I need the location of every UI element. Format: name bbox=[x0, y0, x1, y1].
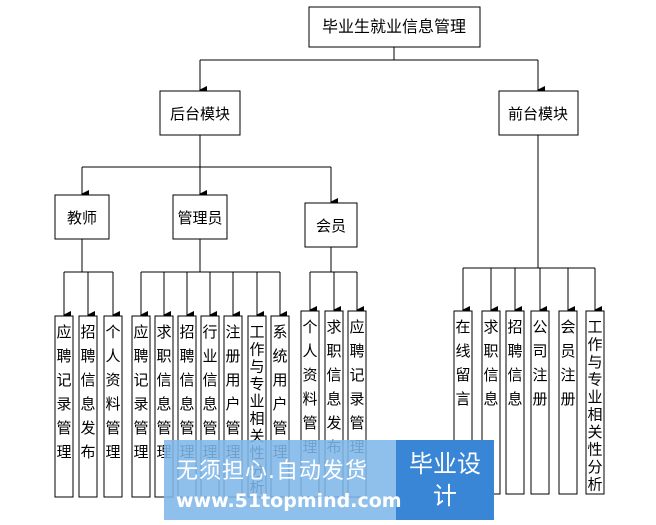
backend-module-label: 后台模块 bbox=[170, 105, 230, 123]
admin-leaf-node: 应聘记录管理 bbox=[131, 315, 151, 498]
front-leaf-label: 会员注册 bbox=[560, 318, 575, 408]
front-leaf-node: 会员注册 bbox=[558, 310, 578, 495]
front-leaf-node: 公司注册 bbox=[530, 310, 550, 495]
frontend-module-node: 前台模块 bbox=[498, 90, 579, 136]
teacher-label: 教师 bbox=[67, 209, 97, 227]
front-leaf-label: 工作与专业相关性分析 bbox=[587, 318, 602, 494]
watermark-badge: 毕业设计 bbox=[409, 450, 481, 510]
front-leaf-label: 求职信息 bbox=[483, 318, 498, 408]
front-leaf-label: 公司注册 bbox=[532, 318, 547, 408]
watermark-url: www.51topmind.com bbox=[176, 490, 402, 512]
front-leaf-node: 工作与专业相关性分析 bbox=[585, 310, 605, 495]
member-node: 会员 bbox=[304, 202, 358, 248]
backend-module-node: 后台模块 bbox=[159, 90, 241, 136]
member-label: 会员 bbox=[316, 217, 346, 235]
admin-leaf-label: 应聘记录管理 bbox=[133, 323, 148, 461]
teacher-leaf-label: 招聘信息发布 bbox=[80, 323, 95, 461]
frontend-module-label: 前台模块 bbox=[508, 105, 568, 123]
teacher-leaf-node: 应聘记录管理 bbox=[54, 315, 74, 498]
root-node: 毕业生就业信息管理 bbox=[308, 6, 481, 48]
admin-node: 管理员 bbox=[172, 194, 228, 240]
leaf-layer: 应聘记录管理招聘信息发布个人资料管理应聘记录管理求职信息管理招聘信息管理行业信息… bbox=[54, 268, 605, 498]
front-leaf-node: 招聘信息 bbox=[505, 310, 525, 495]
admin-label: 管理员 bbox=[177, 209, 222, 227]
watermark-badge-panel bbox=[396, 440, 494, 520]
teacher-leaf-label: 个人资料管理 bbox=[105, 323, 120, 461]
teacher-leaf-node: 招聘信息发布 bbox=[78, 315, 98, 498]
front-leaf-label: 在线留言 bbox=[455, 318, 470, 408]
teacher-node: 教师 bbox=[54, 194, 110, 240]
front-leaf-label: 招聘信息 bbox=[507, 318, 522, 408]
root-label: 毕业生就业信息管理 bbox=[322, 17, 466, 36]
teacher-leaf-label: 应聘记录管理 bbox=[56, 323, 71, 461]
admin-leaf-label: 求职信息管理 bbox=[156, 323, 171, 461]
admin-leaf-label: 招聘信息管理 bbox=[179, 323, 194, 461]
teacher-leaf-node: 个人资料管理 bbox=[103, 315, 123, 498]
watermark-slogan: 无须担心.自动发货 bbox=[176, 459, 368, 484]
